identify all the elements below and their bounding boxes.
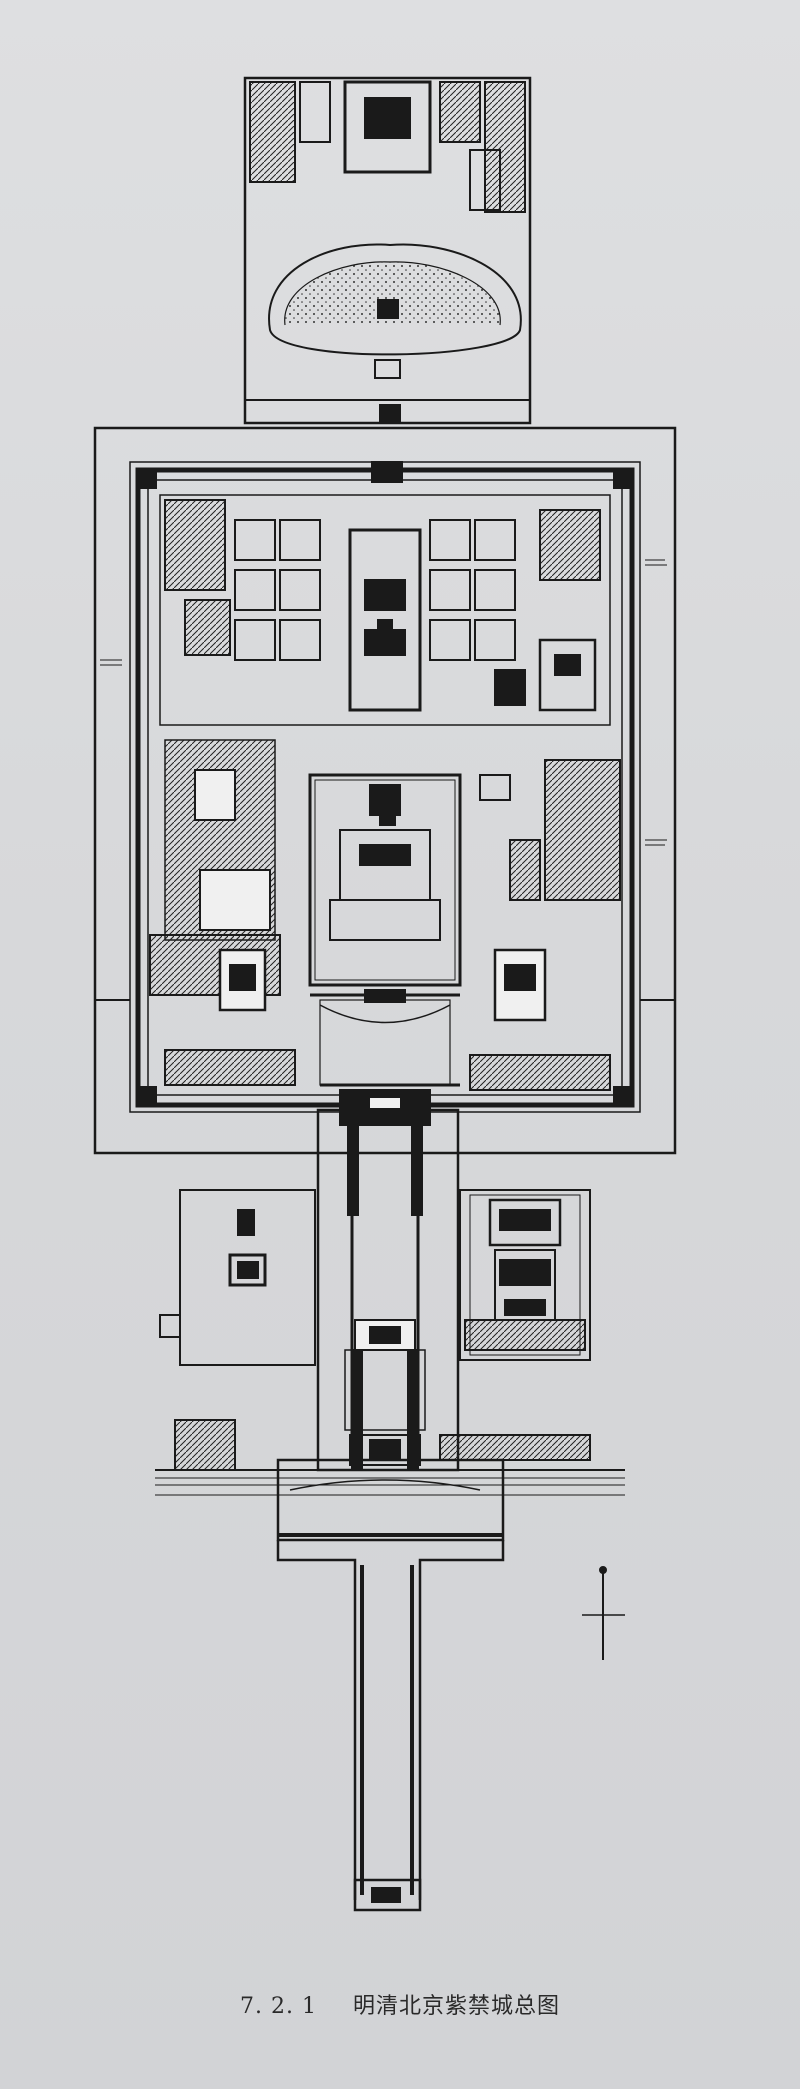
- forbidden-city-plan: [93, 76, 677, 1912]
- taimiao: [459, 1189, 591, 1361]
- figure-number: 7. 2. 1: [240, 1994, 317, 2019]
- figure-title: 明清北京紫禁城总图: [352, 1994, 560, 2019]
- moat: [93, 426, 677, 1155]
- shejitan: [159, 1189, 316, 1366]
- side-palaces: [149, 739, 621, 1091]
- south-corridor: [316, 1108, 460, 1472]
- outer-court: [308, 773, 462, 1087]
- t-square: [276, 1540, 505, 1912]
- figure-caption: 7. 2. 1 明清北京紫禁城总图: [0, 1988, 800, 2020]
- north-arrow-icon: [582, 1566, 625, 1660]
- inner-court: [159, 494, 611, 726]
- jingshan-area: [243, 76, 532, 425]
- tiananmen: [155, 1419, 625, 1542]
